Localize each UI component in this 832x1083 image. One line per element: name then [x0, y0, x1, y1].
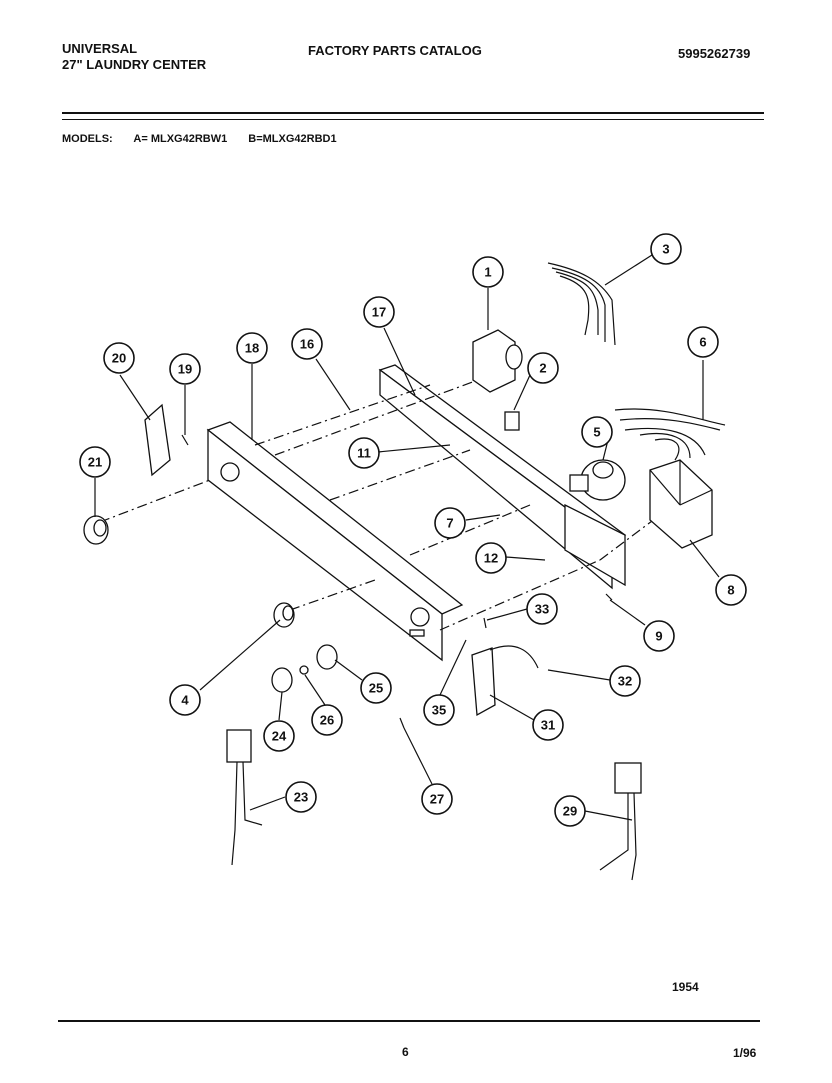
screw-9-part: [605, 593, 613, 601]
switch-31-part: [471, 647, 496, 717]
callout-25: 25: [360, 672, 392, 704]
callout-11: 11: [348, 437, 380, 469]
svg-text:5: 5: [593, 425, 600, 440]
callout-8: 8: [715, 574, 747, 606]
svg-text:23: 23: [294, 790, 308, 805]
svg-text:25: 25: [369, 681, 383, 696]
clip-part: [504, 411, 520, 431]
callout-35: 35: [423, 694, 455, 726]
svg-text:1: 1: [484, 265, 491, 280]
header-brand-block: UNIVERSAL 27" LAUNDRY CENTER: [62, 41, 206, 73]
callout-9: 9: [643, 620, 675, 652]
control-panel-part: [206, 421, 464, 662]
date-code: 1/96: [733, 1046, 757, 1060]
footer-divider: [58, 1020, 760, 1022]
callout-12: 12: [475, 542, 507, 574]
svg-text:32: 32: [618, 674, 632, 689]
header-divider-thin: [62, 119, 764, 120]
callout-21: 21: [79, 446, 111, 478]
drawing-number: 1954: [672, 980, 699, 994]
screw-19-part: [181, 434, 189, 446]
wire-harness-6-part: [614, 408, 726, 461]
wire-harness-part: [547, 262, 616, 346]
timer-part: [472, 329, 523, 393]
svg-text:18: 18: [245, 341, 259, 356]
svg-text:4: 4: [181, 693, 189, 708]
callout-4: 4: [169, 684, 201, 716]
harness-23-part: [226, 729, 263, 866]
svg-text:19: 19: [178, 362, 192, 377]
product-name: 27" LAUNDRY CENTER: [62, 57, 207, 72]
svg-text:21: 21: [88, 455, 102, 470]
models-label: MODELS:: [62, 133, 113, 145]
callout-32: 32: [609, 665, 641, 697]
brand-name: UNIVERSAL: [62, 41, 138, 56]
catalog-number: 5995262739: [678, 46, 751, 61]
svg-text:27: 27: [430, 792, 444, 807]
knob-24-part: [271, 667, 293, 693]
spring-26-part: [299, 665, 309, 675]
screw-27-part: [399, 717, 405, 729]
knob-21-part: [83, 515, 109, 545]
control-box-part: [649, 459, 713, 549]
callout-27: 27: [421, 783, 453, 815]
callout-6: 6: [687, 326, 719, 358]
svg-text:26: 26: [320, 713, 334, 728]
callout-5: 5: [581, 416, 613, 448]
svg-text:29: 29: [563, 804, 577, 819]
models-line: MODELS: A= MLXG42RBW1 B=MLXG42RBD1: [62, 133, 355, 145]
svg-text:17: 17: [372, 305, 386, 320]
svg-text:9: 9: [655, 629, 662, 644]
svg-text:35: 35: [432, 703, 446, 718]
svg-text:31: 31: [541, 718, 555, 733]
wire-32-part: [489, 645, 539, 669]
catalog-title: FACTORY PARTS CATALOG: [308, 43, 482, 58]
header-divider: [62, 112, 764, 114]
callout-2: 2: [527, 352, 559, 384]
page-number: 6: [402, 1045, 409, 1059]
callout-3: 3: [650, 233, 682, 265]
svg-text:20: 20: [112, 351, 126, 366]
harness-29-part: [599, 762, 642, 881]
callout-26: 26: [311, 704, 343, 736]
bracket-part: [378, 364, 627, 590]
callout-33: 33: [526, 593, 558, 625]
callout-20: 20: [103, 342, 135, 374]
bracket-20-part: [144, 403, 171, 477]
callout-31: 31: [532, 709, 564, 741]
dial-25-part: [316, 644, 338, 670]
svg-text:6: 6: [699, 335, 706, 350]
motor-part: [569, 459, 626, 501]
callout-17: 17: [363, 296, 395, 328]
svg-text:24: 24: [272, 729, 287, 744]
svg-text:33: 33: [535, 602, 549, 617]
svg-text:3: 3: [662, 242, 669, 257]
svg-text:11: 11: [357, 446, 371, 461]
callout-23: 23: [285, 781, 317, 813]
callout-16: 16: [291, 328, 323, 360]
svg-text:16: 16: [300, 337, 314, 352]
svg-text:12: 12: [484, 551, 498, 566]
model-b: B=MLXG42RBD1: [248, 133, 337, 145]
callout-18: 18: [236, 332, 268, 364]
svg-text:8: 8: [727, 583, 734, 598]
svg-text:7: 7: [446, 516, 453, 531]
callout-7: 7: [434, 507, 466, 539]
leader-lines: [94, 254, 720, 821]
model-a: A= MLXG42RBW1: [133, 133, 228, 145]
callout-29: 29: [554, 795, 586, 827]
callout-19: 19: [169, 353, 201, 385]
svg-text:2: 2: [539, 361, 546, 376]
screw-33-part: [483, 617, 487, 629]
callout-1: 1: [472, 256, 504, 288]
callout-24: 24: [263, 720, 295, 752]
